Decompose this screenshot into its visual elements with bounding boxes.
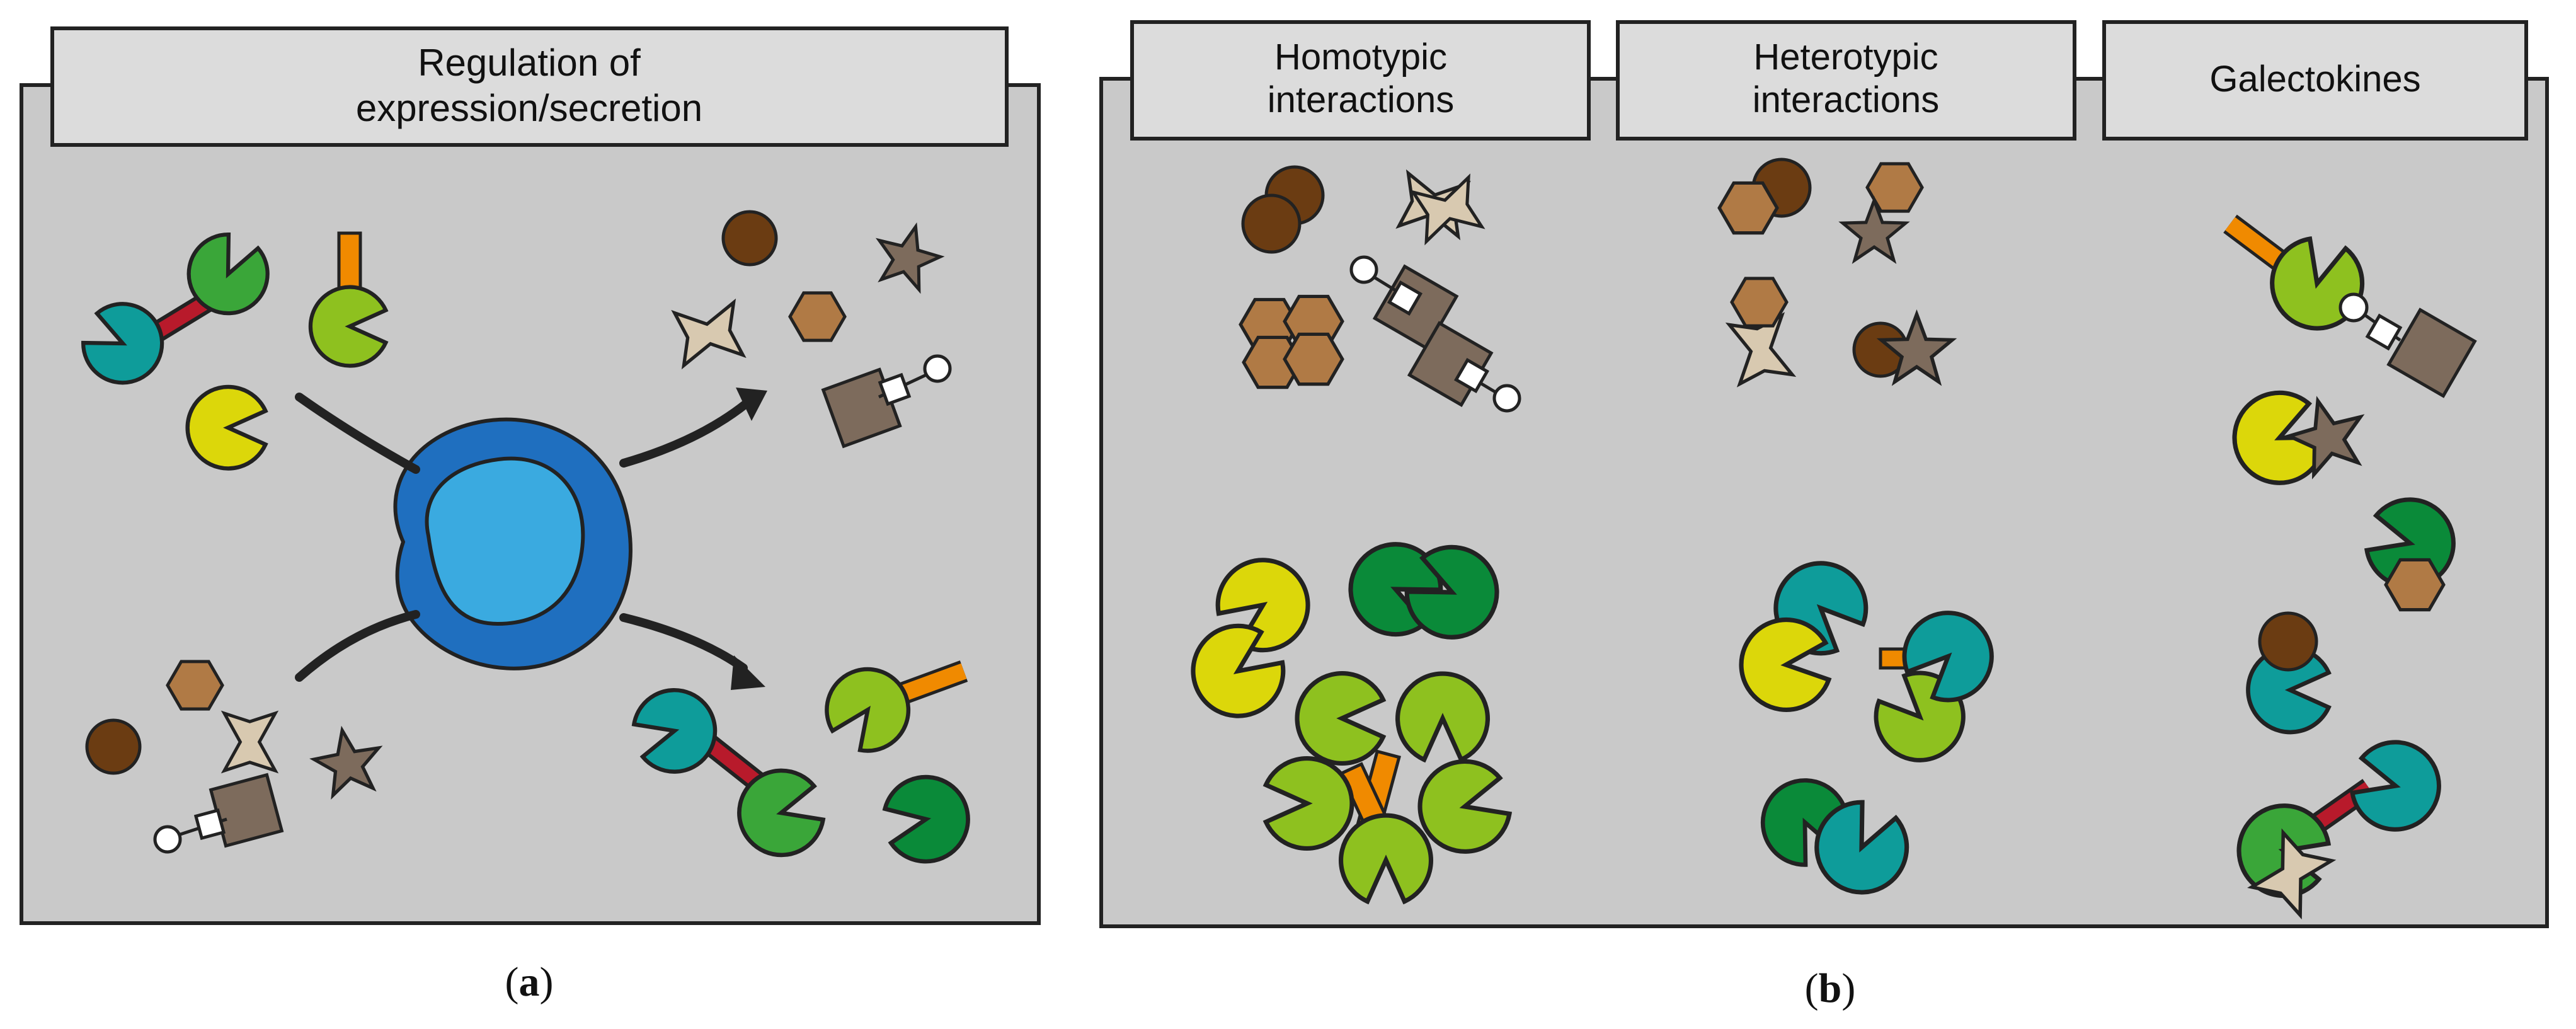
- heterotypic-header-line2: interactions: [1753, 79, 1940, 120]
- galectokines-header: Galectokines: [2209, 59, 2420, 100]
- galectokine-complexes: [2222, 214, 2477, 915]
- heterotypic-galectin-mixes: [1723, 563, 1992, 905]
- panel-a-header-line2: expression/secretion: [356, 87, 702, 129]
- arrow-in-bottom: [295, 610, 420, 682]
- homotypic-header-line1: Homotypic: [1274, 37, 1447, 78]
- glycan-circle-icon-2: [85, 718, 142, 775]
- panel-b-header-box-2: [1616, 20, 2076, 141]
- cell-icon: [393, 417, 633, 670]
- arrow-out-bottom: [619, 613, 748, 672]
- galectokine-hexagon: [2386, 560, 2444, 609]
- tandem-galectin-icon: [72, 224, 279, 394]
- arrowheads: [731, 388, 767, 690]
- heterotypic-header-line1: Heterotypic: [1753, 37, 1938, 78]
- heterotypic-glycan-mixes: [1719, 158, 1952, 384]
- galectokine-tandem: [2223, 727, 2455, 915]
- cell-nucleus: [425, 456, 585, 626]
- glycan-hexagon-icon-2: [168, 662, 222, 709]
- galectokine-circle: [2258, 611, 2318, 672]
- panel-a: Regulation of expression/secretion: [20, 26, 1041, 1005]
- arrowhead-top: [736, 388, 767, 421]
- homotypic-galectin-oligomers: [1186, 532, 1526, 924]
- panel-b-header-box-1: [1130, 20, 1591, 141]
- homotypic-glycan-clusters: [1240, 165, 1521, 413]
- arrow-out-top: [619, 399, 751, 468]
- galectokine-chimera-glycoprotein: [2223, 214, 2477, 398]
- panel-b-caption: (b): [1805, 965, 1856, 1011]
- homotypic-header-line2: interactions: [1268, 79, 1455, 120]
- glycan-hexagon-icon: [790, 293, 845, 340]
- secretion-arrows: [295, 393, 751, 682]
- panel-b: Homotypic interactions Heterotypic inter…: [1099, 20, 2549, 1011]
- glycoprotein-icon-2: [153, 773, 284, 854]
- panel-a-header-line1: Regulation of: [418, 42, 641, 84]
- glycoprotein-icon: [821, 354, 952, 449]
- arrowhead-bottom: [731, 655, 765, 690]
- tandem-galectin-icon-2: [619, 675, 839, 870]
- glycan-circle-icon: [721, 210, 778, 267]
- chimera-galectin-icon-2: [820, 660, 968, 757]
- chimera-galectin-icon: [294, 231, 406, 382]
- panel-a-caption: (a): [505, 959, 554, 1005]
- panel-a-header-box: [50, 26, 1009, 147]
- panel-b-header-box-3: [2102, 20, 2528, 141]
- arrow-in-top: [295, 393, 420, 474]
